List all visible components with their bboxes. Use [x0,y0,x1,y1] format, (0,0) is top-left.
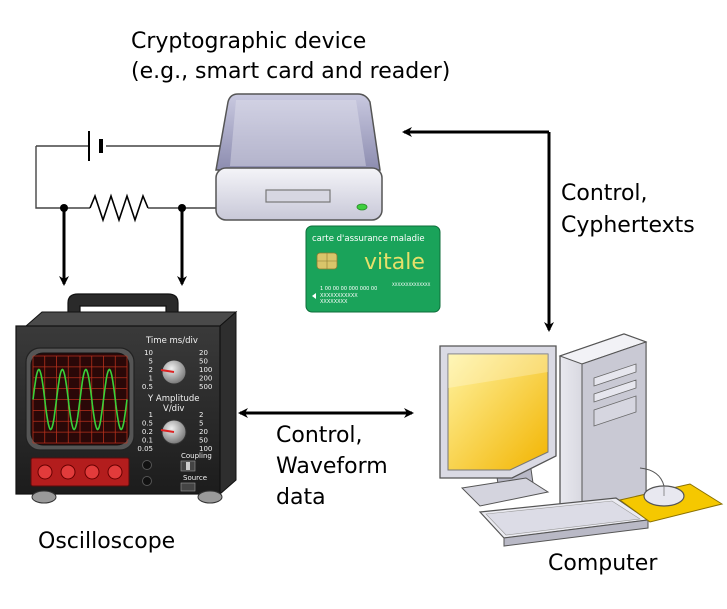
device-title-line1: Cryptographic device [131,29,366,54]
time-ticks-right-label: 200 [199,375,212,383]
card-brand: vitale [364,250,425,275]
card-arrow-icon [312,293,316,299]
card-name-line2: XXXXXXXX [320,299,348,305]
mouse-cable [639,467,665,487]
amp-ticks-right-label: 50 [199,437,208,445]
time-ticks-right-label: 100 [199,366,212,374]
amp-ticks-left-label: 0.5 [142,420,153,428]
amp-ticks-left: 10.50.20.10.05 [137,411,153,453]
source-switch[interactable] [180,482,196,492]
source-label: Source [183,474,207,482]
monitor-base [460,477,550,507]
smart-card: carte d'assurance maladie vitale XXXXXXX… [305,225,441,313]
time-ticks-right-label: 500 [199,383,212,391]
time-ticks-left-label: 1 [149,375,153,383]
card-number-line: 1 00 00 00 000 000 00 [320,286,377,292]
amp-ticks-right-label: 20 [199,428,208,436]
scope-input-knobs [37,464,123,480]
scope-connector-top [142,460,152,470]
computer [439,333,724,547]
card-name-line1: XXXXXXXXXXX [320,293,358,299]
time-ticks-left-label: 0.5 [142,383,153,391]
arrow-mid-label-line3: data [276,485,326,510]
probe-node-right [178,204,186,212]
amp-ticks-left-label: 0.1 [142,437,153,445]
amp-ticks-right-label: 100 [199,445,212,453]
card-header: carte d'assurance maladie [312,234,425,244]
amp-label-line1: Y Amplitude [147,394,199,404]
computer-label: Computer [548,551,658,576]
card-small-text: XXXXXXXXXXXXXX [392,282,431,287]
time-ticks-right-label: 20 [199,349,208,357]
amp-ticks-left-label: 1 [149,411,153,419]
scope-foot-left [31,490,57,504]
reader-led [356,203,368,211]
coupling-label: Coupling [181,452,212,460]
device-title-line2: (e.g., smart card and reader) [131,59,450,84]
card-reader [215,93,383,221]
scope-connector-bottom [142,476,152,486]
resistor-zigzag [89,193,149,223]
probe-node-left [60,204,68,212]
measurement-circuit [35,131,222,223]
tower-drive-bay-2 [593,379,637,403]
time-ticks-left-label: 5 [149,358,153,366]
arrow-mid-label-line1: Control, [276,423,363,448]
time-ticks-left-label: 2 [149,366,153,374]
circuit-wire-left [35,146,90,209]
time-label: Time ms/div [145,336,198,346]
time-ticks-right-label: 50 [199,358,208,366]
arrow-mid-label-line2: Waveform [276,454,388,479]
tower-drive-bay-3 [593,395,637,427]
tower-drive-bay-1 [593,363,637,387]
amp-ticks-left-label: 0.05 [137,445,153,453]
scope-input-panel [30,457,130,487]
oscilloscope-label: Oscilloscope [38,529,175,554]
arrow-top-label-line2: Cyphertexts [561,213,695,238]
amp-ticks-right-label: 5 [199,420,203,428]
time-ticks-left-label: 10 [144,349,153,357]
scope-waveform-trace [32,368,128,431]
amp-ticks-left-label: 0.2 [142,428,153,436]
amp-ticks-right-label: 2 [199,411,203,419]
arrow-top-label-line1: Control, [561,181,648,206]
card-slot [265,189,331,203]
time-knob-pointer [160,369,175,373]
amp-knob-pointer [160,429,175,433]
scope-foot-right [197,490,223,504]
amp-label-line2: V/div [163,404,184,414]
monitor-screen [447,353,549,471]
